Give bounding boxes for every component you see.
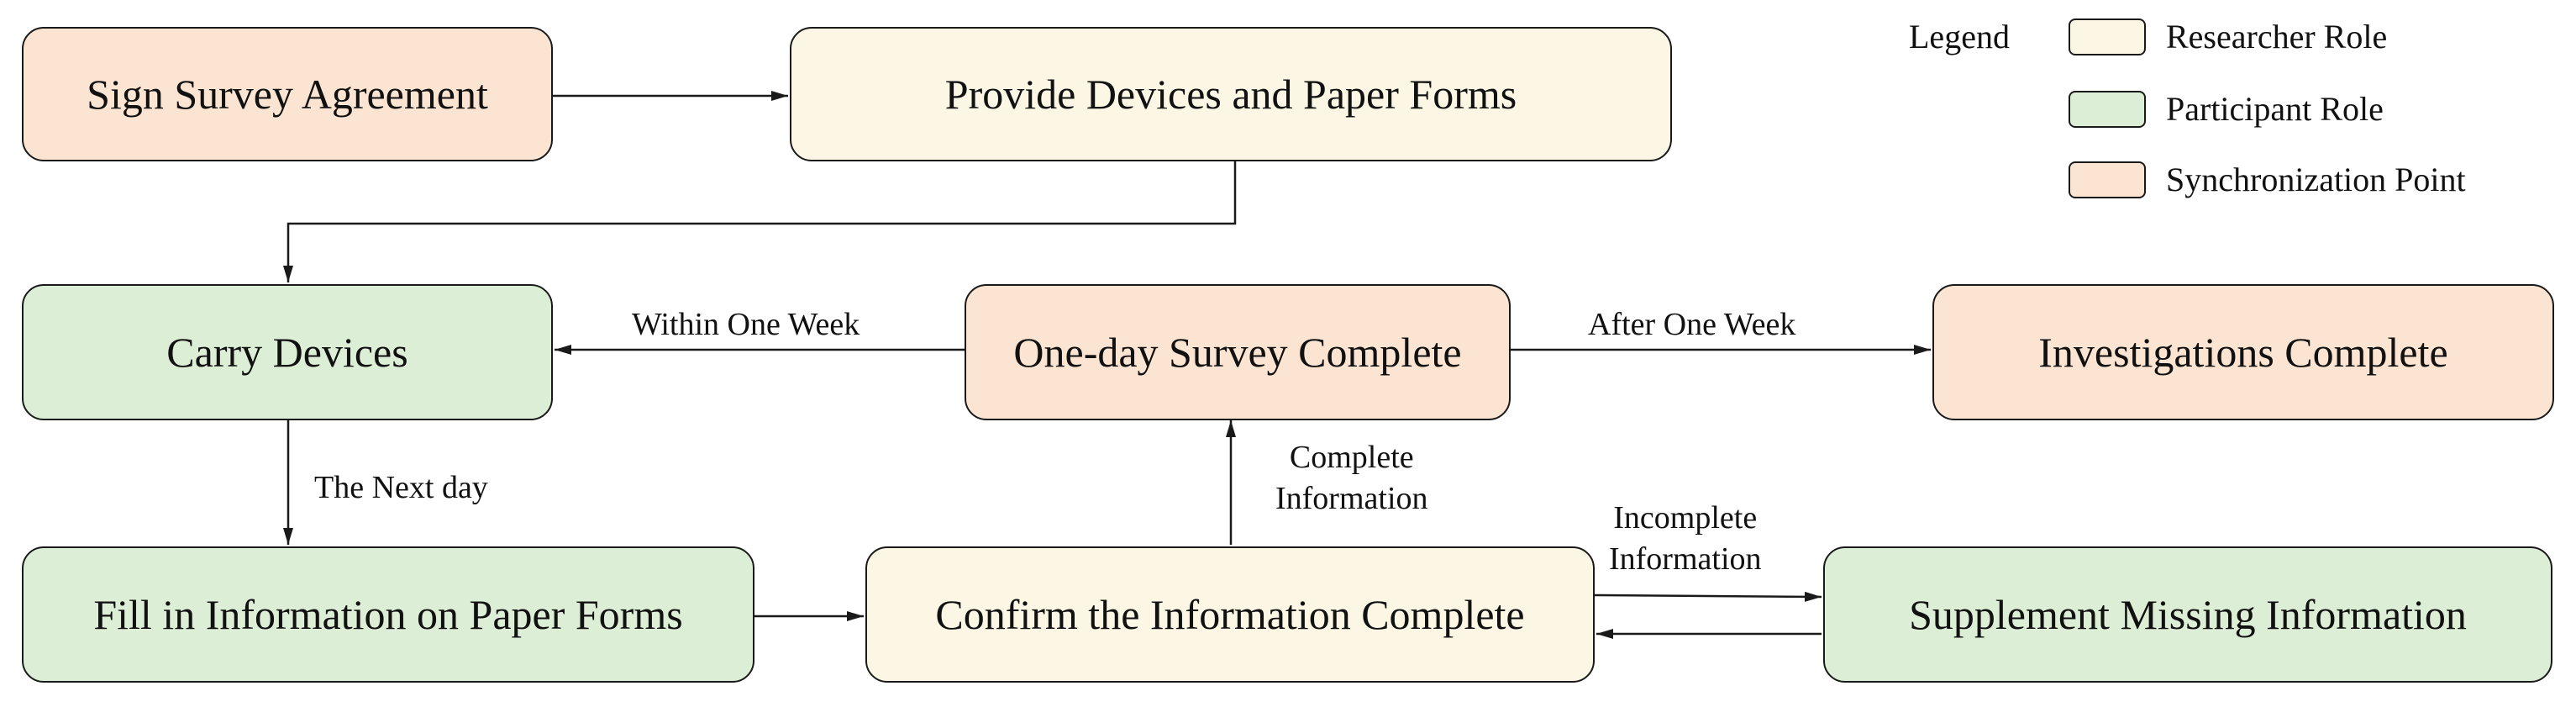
edge-label-incomplete-line2: Information (1609, 541, 1762, 578)
node-provide-devices: Provide Devices and Paper Forms (790, 27, 1672, 161)
edge-label-complete-line1: Complete (1289, 440, 1414, 475)
node-supplement-missing-information: Supplement Missing Information (1823, 546, 2552, 683)
node-confirm-information-complete: Confirm the Information Complete (865, 546, 1595, 683)
node-one-day-survey-complete: One-day Survey Complete (965, 284, 1511, 420)
edge-label-complete-information: Complete Information (1275, 437, 1428, 520)
node-investigations-complete: Investigations Complete (1932, 284, 2554, 420)
arrow-provide-to-carry (283, 161, 1237, 282)
legend-label-researcher: Researcher Role (2166, 18, 2388, 55)
node-carry-devices: Carry Devices (22, 284, 553, 420)
legend-title: Legend (1909, 18, 2010, 55)
legend-swatch-participant (2069, 91, 2146, 128)
edge-label-within-one-week: Within One Week (632, 307, 860, 342)
edge-label-next-day: The Next day (314, 470, 488, 505)
arrow-confirm-to-supplement (1594, 591, 1822, 602)
edge-label-incomplete-line1: Incomplete (1613, 500, 1758, 536)
node-sign-survey-agreement: Sign Survey Agreement (22, 27, 553, 161)
node-fill-in-information: Fill in Information on Paper Forms (22, 546, 754, 683)
legend-swatch-researcher (2069, 18, 2146, 55)
legend-label-participant: Participant Role (2166, 90, 2384, 128)
legend-label-synchronization: Synchronization Point (2166, 161, 2466, 198)
edge-label-complete-line2: Information (1275, 481, 1428, 517)
edge-label-incomplete-information: Incomplete Information (1609, 498, 1762, 581)
legend-swatch-synchronization (2069, 161, 2146, 198)
edge-label-after-one-week: After One Week (1588, 307, 1796, 342)
